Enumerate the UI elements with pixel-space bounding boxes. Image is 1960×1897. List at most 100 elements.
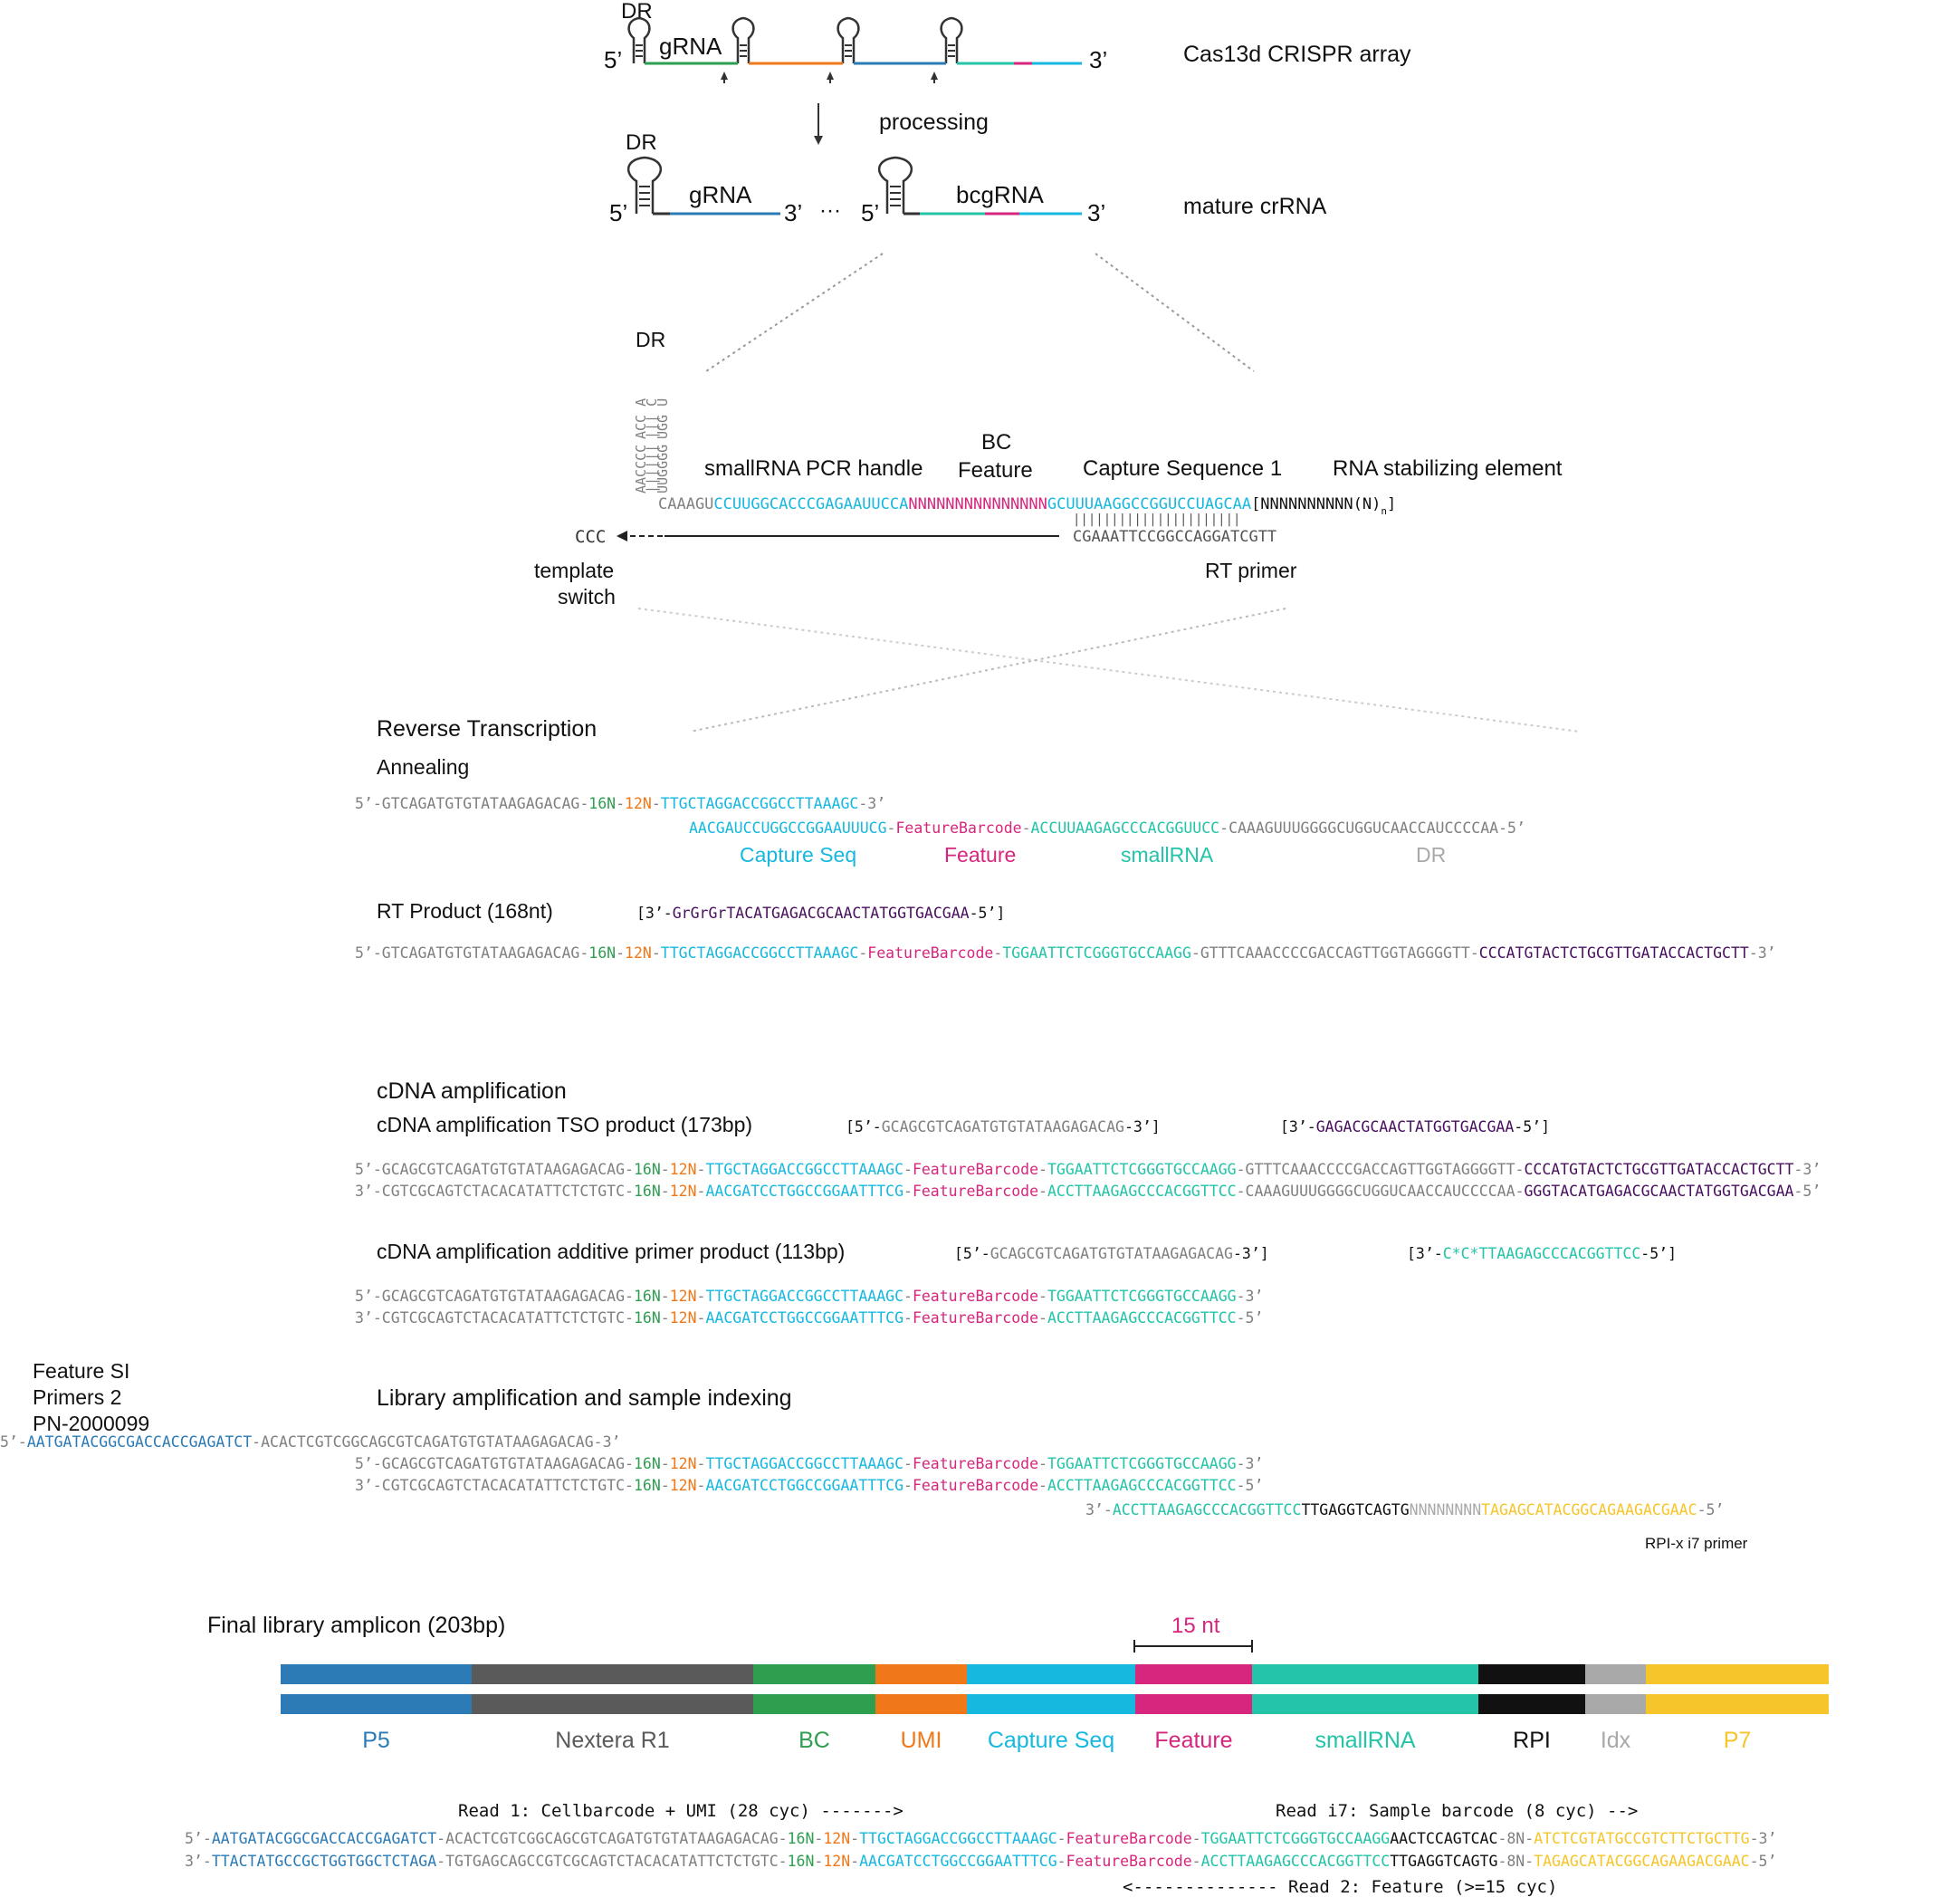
sequence-segment: -	[1237, 1161, 1246, 1178]
mature-bcgrna-label: bcgRNA	[956, 181, 1044, 208]
rt-product-title: RT Product (168nt)	[377, 899, 553, 923]
sequence-segment: -ACACTCGTCGGCAGCGTCAGATGTGTATAAGAGACAG-	[436, 1830, 787, 1847]
sequence-segment: -5’	[1237, 1477, 1264, 1494]
tso-bottom-strand: 3’-CGTCGCAGTCTACACATATTCTCTGTC-16N-12N-A…	[355, 1183, 1821, 1200]
sequence-segment: TGGAATTCTCGGGTGCCAAGG	[1047, 1161, 1237, 1178]
sequence-segment: 3’-CGTCGCAGTCTACACATATTCTCTGTC-	[355, 1309, 634, 1327]
sequence-segment: -5’	[1750, 1853, 1777, 1870]
crrna-sequence: CAAAGUCCUUGGCACCCGAGAAUUCCANNNNNNNNNNNNN…	[658, 495, 1396, 517]
sequence-segment: TTACTATGCCGCTGGTGGCTCTAGA	[212, 1853, 436, 1870]
amplicon-segment-label: BC	[798, 1728, 830, 1753]
sequence-segment: -5’	[1697, 1501, 1725, 1519]
rt-anneal-line-1: 5’-GTCAGATGTGTATAAGAGACAG-16N-12N-TTGCTA…	[355, 795, 885, 812]
array-cleavage-arrows	[721, 72, 938, 83]
additive-primer-1: [5’-GCAGCGTCAGATGTGTATAAGAGACAG-3’]	[954, 1245, 1269, 1262]
rt-anneal-line-2: AACGAUCCUGGCCGGAAUUUCG-FeatureBarcode-AC…	[689, 819, 1525, 837]
bcgrna-detail: DR AACCCC |||||| UUGGGG ACC A ||| C UGG …	[534, 328, 1563, 608]
processing-label: processing	[879, 110, 989, 135]
mature-hairpin-rungs	[639, 186, 901, 206]
array-dr-label: DR	[621, 0, 653, 24]
feature-label: Feature	[958, 458, 1033, 483]
handle-label: smallRNA PCR handle	[704, 456, 923, 481]
amplicon-segment-label: Idx	[1601, 1728, 1631, 1753]
sequence-segment: FeatureBarcode	[867, 944, 993, 962]
sequence-segment: TTGCTAGGACCGGCCTTAAAGC	[705, 1455, 904, 1472]
sequence-segment: 16N	[634, 1288, 661, 1305]
read-i7-label: Read i7: Sample barcode (8 cyc) -->	[1276, 1801, 1638, 1821]
amplicon-segment-bottom	[1478, 1694, 1585, 1714]
sequence-segment: -	[858, 944, 867, 962]
array-hairpin-rungs	[636, 44, 955, 57]
sequence-segment: FeatureBarcode	[913, 1455, 1038, 1472]
sequence-segment: GrGrGrTACATGAGACGCAACTATGGTGACGAA	[673, 905, 970, 922]
sequence-segment: TAGAGCATACGGCAGAAGACGAAC	[1534, 1853, 1749, 1870]
seq-barcode: NNNNNNNNNNNNNNN	[908, 495, 1047, 513]
additive-bottom-strand: 3’-CGTCGCAGTCTACACATATTCTCTGTC-16N-12N-A…	[355, 1309, 1263, 1327]
annealing-label: Annealing	[377, 755, 469, 779]
mature-title: mature crRNA	[1183, 194, 1327, 219]
hairpin-line-2: ||||||	[644, 445, 660, 493]
sequence-segment: -	[993, 944, 1002, 962]
sequence-segment: [5’-	[846, 1118, 882, 1135]
processing-step: processing	[814, 103, 989, 145]
sequence-segment: -	[1192, 1853, 1201, 1870]
sequence-segment: ACCTTAAGAGCCCACGGTTCC	[1047, 1183, 1237, 1200]
stabilizing-label: RNA stabilizing element	[1333, 456, 1563, 481]
sequence-segment: -	[652, 944, 661, 962]
rt-product-line: 5’-GTCAGATGTGTATAAGAGACAG-16N-12N-TTGCTA…	[355, 944, 1776, 962]
rpi-primer-label: RPI-x i7 primer	[1645, 1535, 1748, 1552]
sequence-segment: 16N	[634, 1183, 661, 1200]
sequence-segment: AACGATCCTGGCCGGAATTTCG	[859, 1853, 1057, 1870]
sequence-segment: ATCTCGTATGCCGTCTTCTGCTTG	[1534, 1830, 1749, 1847]
sequence-segment: -	[661, 1477, 670, 1494]
pairing-bars: ||||||||||||||||||||||	[1073, 513, 1240, 527]
sequence-segment: -	[1192, 1830, 1201, 1847]
sequence-segment: TAGAGCATACGGCAGAAGACGAAC	[1481, 1501, 1697, 1519]
legend-capture-seq: Capture Seq	[740, 843, 856, 867]
sequence-segment: 5’-	[0, 1433, 27, 1451]
sequence-segment: CAAAGUUUGGGGCUGGUCAACCAUCCCCAA	[1229, 819, 1498, 837]
mature-five-prime-1: 5’	[609, 199, 627, 226]
sequence-segment: -	[697, 1309, 706, 1327]
sequence-segment: -3’	[1237, 1288, 1264, 1305]
tso-primer-1: [5’-GCAGCGTCAGATGTGTATAAGAGACAG-3’]	[846, 1118, 1161, 1135]
sequence-segment: -	[850, 1830, 859, 1847]
final-bottom-strand: 3’-TTACTATGCCGCTGGTGGCTCTAGA-TGTGAGCAGCC…	[185, 1853, 1776, 1870]
sequence-segment: FeatureBarcode	[913, 1161, 1038, 1178]
ccc-label: CCC	[575, 527, 606, 547]
sequence-segment: -	[1038, 1309, 1047, 1327]
read2-label: <-------------- Read 2: Feature (>=15 cy…	[1123, 1877, 1557, 1897]
feature-si-label-2: Primers 2	[33, 1385, 121, 1409]
sequence-segment: -	[697, 1477, 706, 1494]
sequence-segment: ACCTTAAGAGCCCACGGTTCC	[1113, 1501, 1302, 1519]
library-section: Feature SI Primers 2 PN-2000099 Library …	[0, 1359, 1748, 1552]
rt-title: Reverse Transcription	[377, 716, 597, 742]
amplicon-segment-bottom	[967, 1694, 1135, 1714]
sequence-segment: ACCTTAAGAGCCCACGGTTCC	[1047, 1477, 1237, 1494]
sequence-segment: -	[697, 1288, 706, 1305]
tso-title: cDNA amplification TSO product (173bp)	[377, 1113, 752, 1136]
amplicon-segment-bottom	[753, 1694, 875, 1714]
sequence-segment: GTTTCAAACCCCGACCAGTTGGTAGGGGTT	[1200, 944, 1470, 962]
amplicon-segment-bottom	[1646, 1694, 1829, 1714]
sequence-segment: -	[904, 1309, 913, 1327]
crossing-zoom-lines	[637, 608, 1581, 733]
sequence-segment: CCCATGTACTCTGCGTTGATACCACTGCTT	[1524, 1161, 1793, 1178]
additive-title: cDNA amplification additive primer produ…	[377, 1240, 845, 1263]
sequence-segment: 5’-GTCAGATGTGTATAAGAGACAG-	[355, 944, 588, 962]
rt-primer-label: RT primer	[1205, 559, 1297, 582]
sequence-segment: FeatureBarcode	[913, 1477, 1038, 1494]
sequence-segment: -3’	[1749, 944, 1776, 962]
bc-label: BC	[981, 430, 1011, 455]
sequence-segment: 16N	[588, 944, 616, 962]
sequence-segment: 12N	[670, 1455, 697, 1472]
sequence-segment: 5’-GTCAGATGTGTATAAGAGACAG-	[355, 795, 588, 812]
sequence-segment: -	[814, 1830, 823, 1847]
sequence-segment: [5’-	[954, 1245, 990, 1262]
amplicon-segment-top	[1646, 1664, 1829, 1684]
cdna-title: cDNA amplification	[377, 1078, 567, 1104]
tso-top-strand: 5’-GCAGCGTCAGATGTGTATAAGAGACAG-16N-12N-T…	[355, 1161, 1821, 1178]
sequence-segment: GTTTCAAACCCCGACCAGTTGGTAGGGGTT	[1246, 1161, 1515, 1178]
